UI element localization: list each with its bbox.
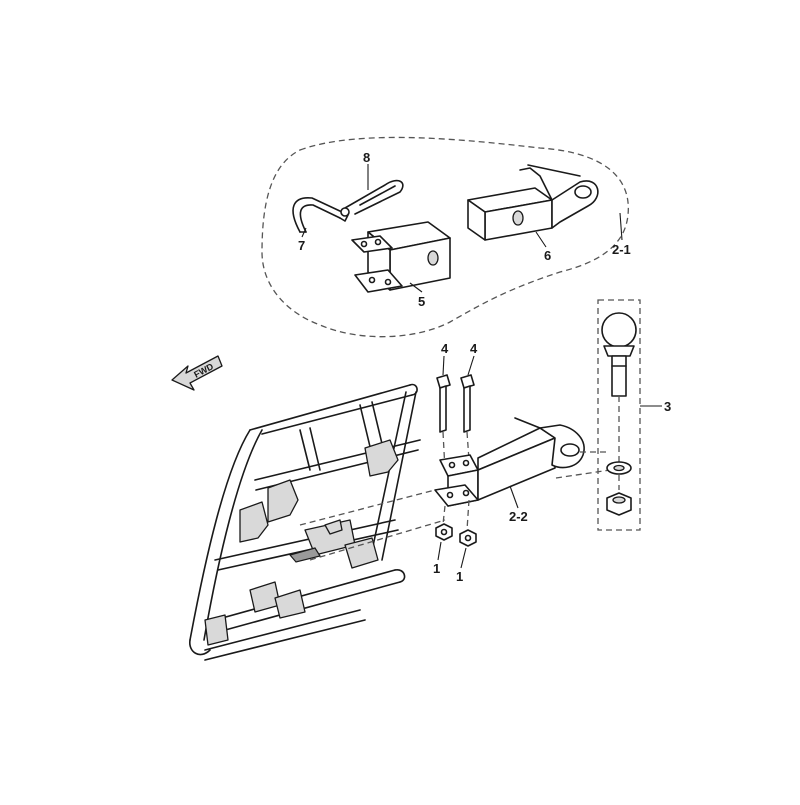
receiver-hitch-part-2-2 (434, 417, 611, 507)
hair-pin-clip-part-8 (340, 179, 404, 217)
vehicle-frame (189, 383, 446, 661)
callout-1-left: 1 (433, 561, 440, 576)
callout-leaders (301, 164, 662, 569)
callout-4-left: 4 (441, 341, 449, 356)
nut-part-1-right (459, 499, 477, 547)
draw-bar-part-6 (467, 164, 599, 241)
callout-8: 8 (363, 150, 370, 165)
callout-2-1: 2-1 (612, 242, 631, 257)
callout-7: 7 (298, 238, 305, 253)
callout-4-right: 4 (470, 341, 478, 356)
callout-6: 6 (544, 248, 551, 263)
hitch-pin-part-7 (292, 197, 349, 233)
callout-5: 5 (418, 294, 425, 309)
assembly-2-1-outline (261, 136, 629, 338)
fwd-direction-arrow: FWD (171, 355, 223, 391)
receiver-bracket-part-5 (351, 221, 451, 293)
callout-1-right: 1 (456, 569, 463, 584)
callout-3: 3 (664, 399, 671, 414)
hitch-ball-kit-part-3 (597, 299, 641, 531)
nut-part-1-left (435, 505, 453, 541)
bolt-part-4-left (436, 374, 451, 471)
callout-2-2: 2-2 (509, 509, 528, 524)
bolt-part-4-right (460, 374, 475, 461)
